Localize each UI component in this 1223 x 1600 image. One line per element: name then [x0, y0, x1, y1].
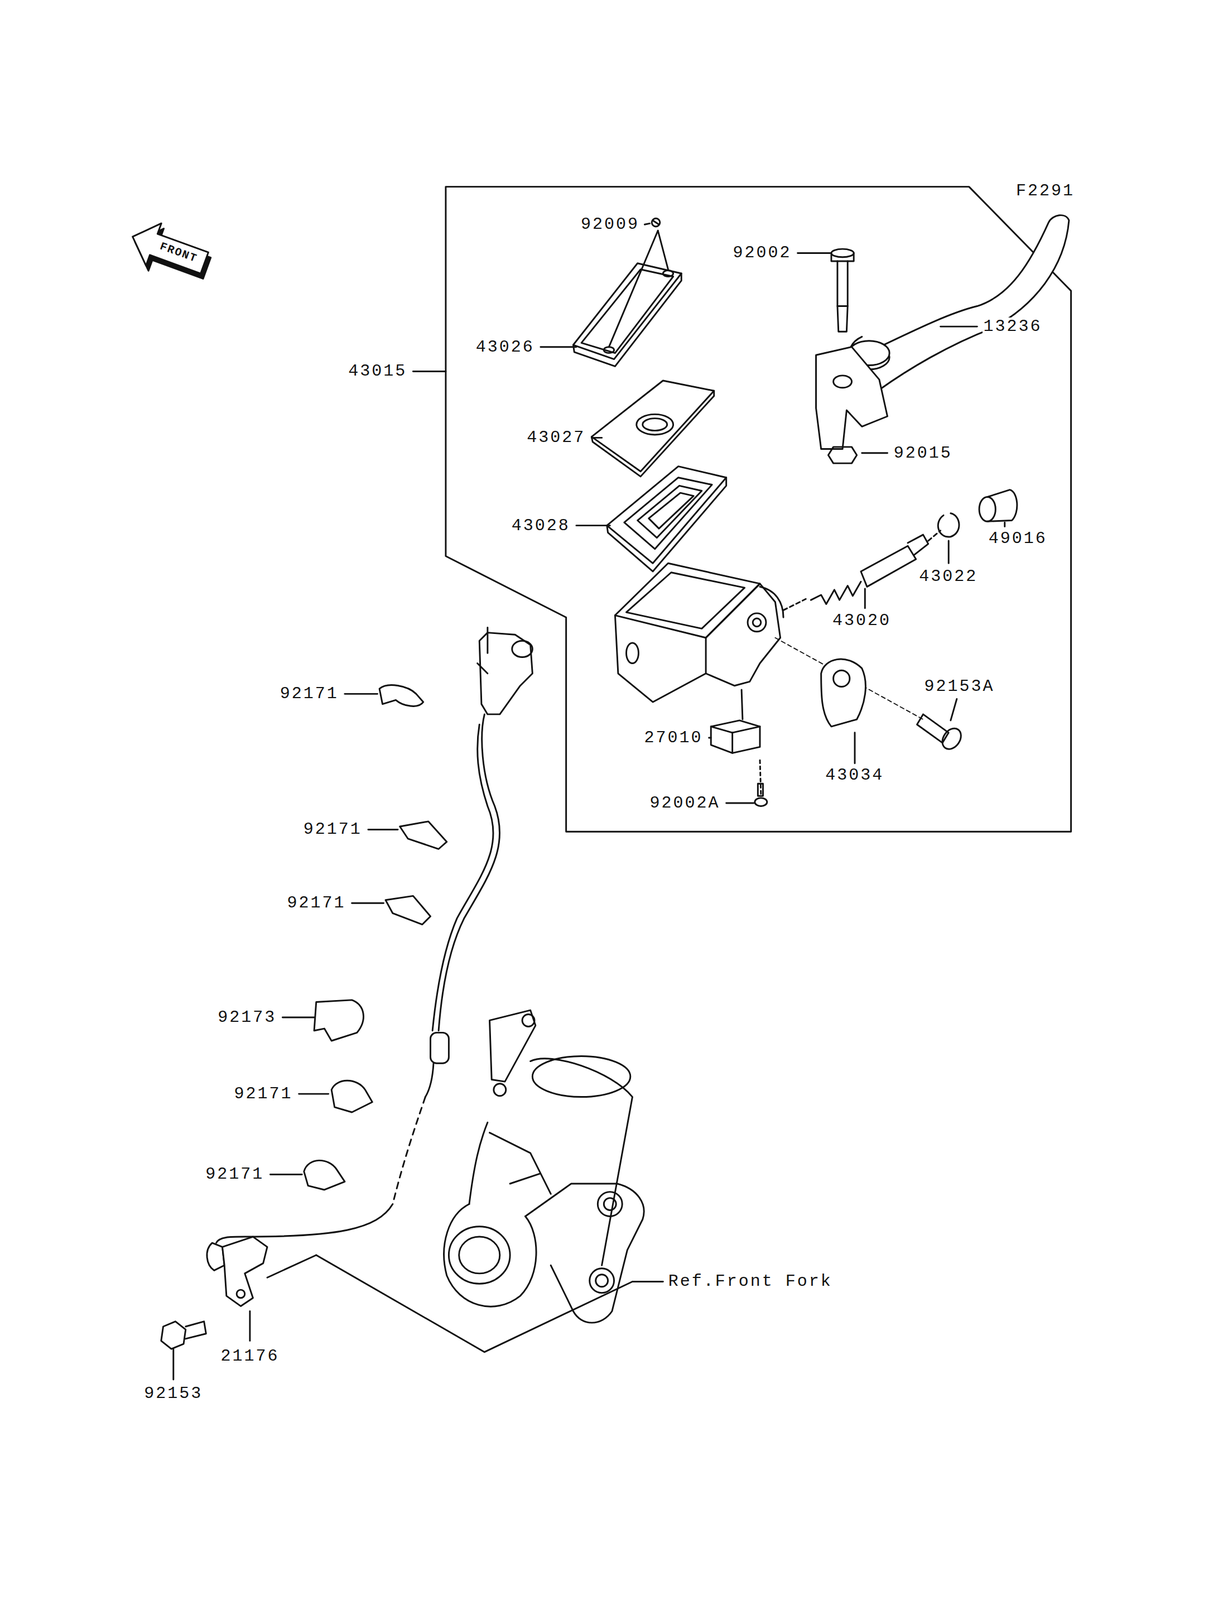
- callout-number: 27010: [642, 728, 704, 747]
- callout-number: 92171: [204, 1164, 266, 1183]
- callout-number: 92002: [731, 243, 793, 262]
- callout-number: 92171: [278, 684, 340, 703]
- callout-number: 43015: [347, 362, 408, 380]
- callout-number: 43020: [831, 611, 893, 630]
- callout-number: 92153A: [923, 677, 996, 696]
- callout-number: 49016: [987, 529, 1049, 548]
- callout-number: 92171: [302, 820, 364, 839]
- callout-number: 92009: [579, 215, 641, 234]
- callout-number: 21176: [219, 1346, 281, 1365]
- callout-number: 92153: [142, 1384, 204, 1403]
- callout-number: 43027: [525, 428, 587, 447]
- callout-number: 92171: [286, 893, 348, 912]
- callout-number: 43028: [510, 516, 572, 535]
- callout-number: 92171: [233, 1084, 295, 1103]
- figure-code: F2291: [1014, 181, 1076, 200]
- callout-number: 43022: [917, 567, 979, 586]
- callout-number: 92002A: [648, 793, 721, 812]
- callout-number: 43026: [474, 338, 536, 356]
- callout-number: 13236: [982, 317, 1044, 336]
- callout-number: 92015: [892, 444, 954, 462]
- callout-number: 43034: [824, 766, 885, 784]
- reference-note: Ref.Front Fork: [667, 1272, 834, 1290]
- callout-number: 92173: [216, 1008, 278, 1027]
